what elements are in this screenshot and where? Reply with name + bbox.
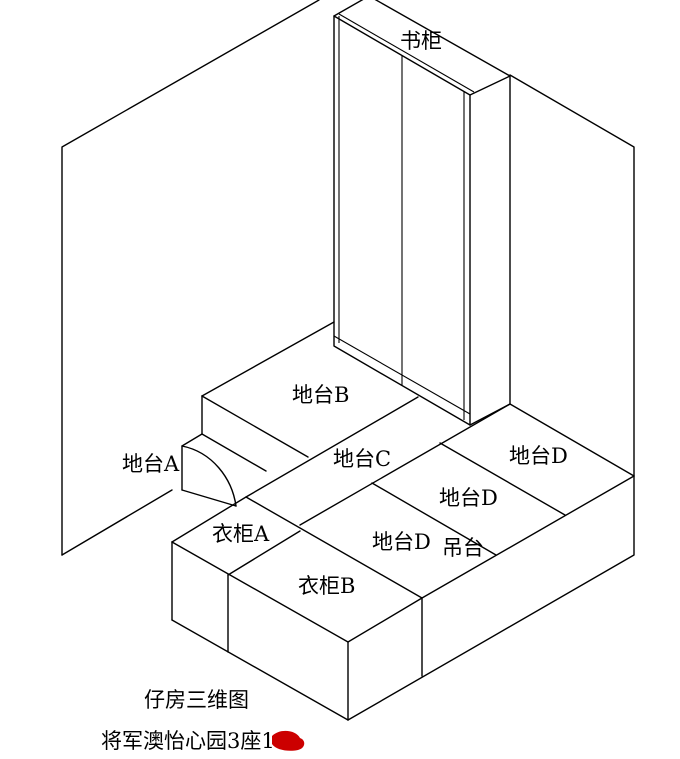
bookcase-base-inner	[333, 335, 471, 415]
platform-a-step-edge	[201, 433, 267, 472]
caption-title: 仔房三维图	[144, 688, 249, 712]
label-hanging-cabinet: 吊台	[442, 536, 484, 560]
platform-b-front-edge	[201, 395, 309, 458]
labels: 书柜 地台B 地台A 地台C 地台D 地台D 地台D 吊台 衣柜A 衣柜B	[122, 29, 568, 598]
caption: 仔房三维图 将军澳怡心园3座1	[101, 688, 305, 753]
wardrobe-top-back	[171, 496, 423, 599]
bookcase	[333, 0, 511, 426]
caption-address: 将军澳怡心园3座1	[101, 729, 275, 753]
left-wall-outline	[61, 0, 320, 556]
platform-b-back-edge	[245, 396, 419, 498]
wardrobes	[171, 496, 423, 721]
label-platform-d-2: 地台D	[439, 486, 498, 510]
redaction-mark	[272, 730, 305, 751]
room-walls	[61, 0, 635, 721]
label-platform-c: 地台C	[333, 447, 391, 471]
floor-left-edge	[61, 489, 173, 556]
platform-a-floor-edge	[181, 489, 237, 507]
label-bookcase: 书柜	[400, 29, 442, 53]
right-wall-outline	[347, 74, 635, 721]
bookcase-top-side	[333, 0, 511, 96]
platform-b-top	[201, 321, 335, 397]
platform-a	[181, 433, 267, 507]
platform-a-step-top	[181, 433, 203, 491]
platform-a-curve	[181, 445, 237, 507]
platform-d-divider-2	[371, 482, 497, 556]
bookcase-top-inner	[338, 13, 475, 93]
label-wardrobe-a: 衣柜A	[212, 522, 270, 546]
wardrobe-base	[171, 619, 349, 721]
wardrobe-top-front	[171, 541, 423, 643]
platform-d-front-line	[421, 475, 635, 599]
label-wardrobe-b: 衣柜B	[298, 574, 355, 598]
platform-d-area	[299, 403, 635, 599]
label-platform-a: 地台A	[122, 452, 180, 476]
label-platform-d-3: 地台D	[372, 530, 431, 554]
label-platform-b: 地台B	[292, 383, 349, 407]
platform-d-divider-1	[439, 442, 566, 516]
label-platform-d-1: 地台D	[509, 444, 568, 468]
wardrobe-a-divider	[227, 530, 301, 576]
platform-b	[201, 321, 419, 498]
platform-c-line	[299, 403, 511, 526]
